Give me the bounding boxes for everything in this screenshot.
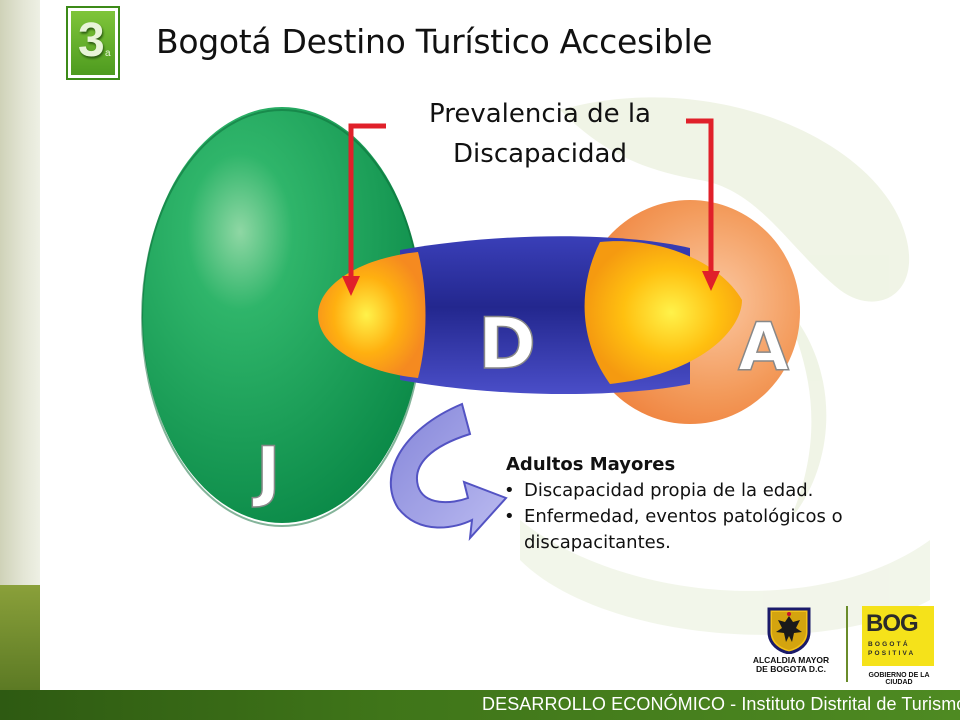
subtitle-line-2: Discapacidad [453, 139, 627, 169]
bogota-coat-of-arms-icon [767, 607, 811, 654]
left-decorative-bar-accent [0, 585, 40, 690]
background-watermark [520, 97, 930, 635]
left-decorative-bar [0, 0, 40, 690]
subtitle-line-1: Prevalencia de la [429, 99, 651, 129]
curved-arrow [389, 402, 508, 541]
older-adults-heading: Adultos Mayores [506, 454, 676, 475]
letter-d: D [478, 303, 536, 385]
red-arrow-right [686, 118, 720, 291]
slide-title: Bogotá Destino Turístico Accesible [156, 22, 713, 61]
bog-sub-1: BOGOTÁ [868, 641, 910, 648]
logos-area: ALCALDIA MAYOR DE BOGOTA D.C. BOG BOGOTÁ… [736, 602, 946, 688]
bog-logo-text: BOG [866, 610, 919, 637]
alcaldia-line-1: ALCALDIA MAYOR [752, 655, 830, 665]
diagram-subtitle: Prevalencia de la Discapacidad [400, 94, 680, 174]
bogota-positiva-logo: BOG BOGOTÁ POSITIVA [862, 606, 934, 666]
bullet-item: Discapacidad propia de la edad. [504, 478, 854, 504]
badge-number: 3 [78, 14, 105, 67]
letter-a: A [738, 309, 789, 386]
section-number-badge: 3 a [66, 6, 120, 80]
yellow-overlap-left [318, 252, 426, 378]
alcaldia-caption: ALCALDIA MAYOR DE BOGOTA D.C. [736, 656, 846, 674]
disability-prevalence-diagram: D A J [141, 97, 930, 635]
bog-logo-subtext: BOGOTÁ POSITIVA [868, 640, 915, 658]
bog-sub-2: POSITIVA [868, 650, 916, 657]
logo-divider [846, 606, 848, 682]
bog-caption: GOBIERNO DE LA CIUDAD [868, 672, 930, 686]
bullet-item: Enfermedad, eventos patológicos o discap… [504, 504, 854, 556]
letter-j: J [252, 433, 281, 510]
footer-text: DESARROLLO ECONÓMICO - Instituto Distrit… [482, 694, 960, 714]
badge-background [71, 11, 115, 75]
footer-bar [0, 690, 960, 720]
older-adults-text: Adultos Mayores Discapacidad propia de l… [504, 452, 854, 556]
badge-superscript: a [105, 48, 111, 59]
yellow-overlap-right [584, 241, 742, 384]
red-arrow-left [342, 123, 386, 296]
alcaldia-line-2: DE BOGOTA D.C. [756, 664, 826, 674]
